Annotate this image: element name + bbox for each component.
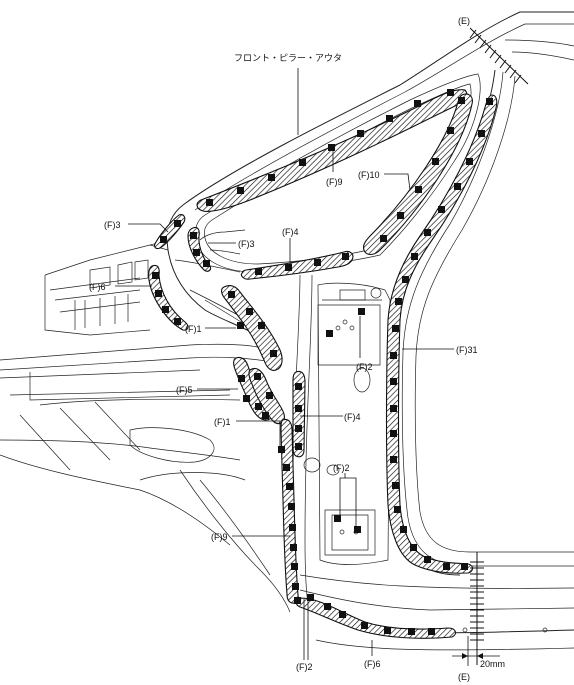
weld-band-pillar-outer-left — [154, 214, 186, 250]
section-e-top-label: (E) — [458, 16, 470, 26]
callout-f2-right: (F)2 — [356, 362, 373, 372]
weld-band-f6-rocker — [295, 597, 457, 639]
part-name-label: フロント・ピラー・アウタ — [234, 53, 342, 64]
callout-f3-left: (F)3 — [104, 220, 121, 230]
callout-f10: (F)10 — [358, 170, 380, 180]
spot-weld-points — [152, 89, 493, 635]
section-e-bottom-label: (E) — [458, 672, 470, 682]
callout-f2-lower: (F)2 — [333, 463, 350, 473]
weld-band-windshield-side — [362, 93, 473, 256]
callout-f1-lower: (F)1 — [214, 417, 231, 427]
dimension-20mm-label: 20mm — [480, 659, 505, 669]
callout-f2-bottom: (F)2 — [296, 662, 313, 672]
weld-band-f4-lower — [292, 370, 306, 458]
callout-f4-upper: (F)4 — [282, 227, 299, 237]
callout-f9-top: (F)9 — [326, 177, 343, 187]
callout-f5: (F)5 — [176, 385, 193, 395]
callout-f4-lower: (F)4 — [344, 412, 361, 422]
callout-f3-inner: (F)3 — [238, 239, 255, 249]
callout-f1-upper: (F)1 — [185, 324, 202, 334]
weld-band-f6-left — [148, 264, 189, 331]
section-cut-upper: (E) — [458, 16, 529, 85]
weld-band-f1-upper — [221, 285, 283, 371]
weld-band-f31-b-pillar — [385, 94, 498, 574]
callout-labels: フロント・ピラー・アウタ (F)9 (F)10 (F)3 (F)3 (F)4 (… — [89, 53, 478, 672]
callout-f31: (F)31 — [456, 345, 478, 355]
callout-f6-left: (F)6 — [89, 282, 106, 292]
weld-bands — [148, 89, 498, 639]
section-cut-lower: 20mm (E) — [452, 552, 505, 682]
callout-f9-lower: (F)9 — [211, 532, 228, 542]
leader-lines — [115, 68, 454, 660]
callout-f6-bottom: (F)6 — [364, 659, 381, 669]
weld-band-cowl-f4 — [240, 250, 354, 280]
